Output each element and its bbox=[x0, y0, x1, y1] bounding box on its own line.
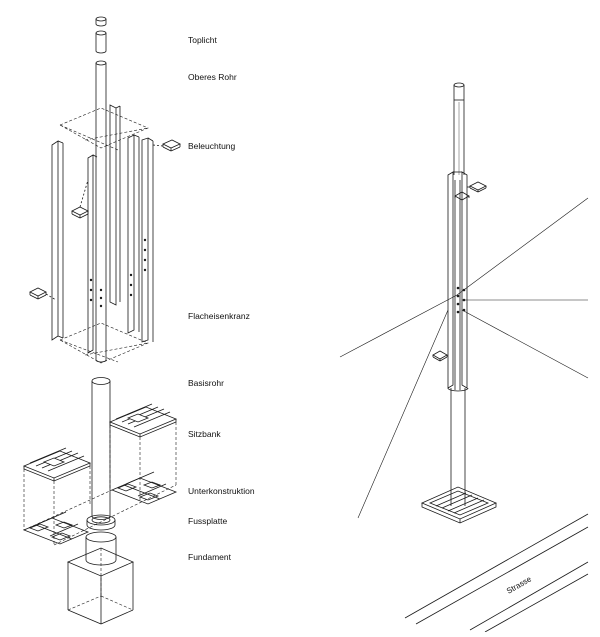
fundament-part bbox=[68, 532, 133, 624]
label-fussplatte: Fussplatte bbox=[188, 516, 228, 526]
assembled-flacheisen bbox=[448, 172, 467, 390]
label-oberes-rohr: Oberes Rohr bbox=[188, 72, 237, 82]
sitzbank-right bbox=[110, 404, 176, 437]
assembled-view bbox=[340, 83, 588, 632]
road bbox=[405, 514, 588, 632]
flacheisenkranz-frame bbox=[60, 108, 148, 363]
beleuchtung-lamps bbox=[30, 140, 180, 300]
label-flacheisenkranz: Flacheisenkranz bbox=[188, 311, 250, 321]
label-fundament: Fundament bbox=[188, 552, 231, 562]
assembled-base-tube bbox=[448, 388, 468, 506]
assembled-lamps bbox=[433, 182, 486, 361]
oberes-rohr-part bbox=[96, 61, 106, 362]
exploded-view bbox=[24, 17, 180, 624]
guy-lines bbox=[340, 198, 588, 518]
assembled-base-plate bbox=[422, 487, 496, 523]
basisrohr-part bbox=[92, 378, 110, 520]
unterkonstruktion-grid-right bbox=[112, 472, 176, 504]
flacheisenkranz-bars bbox=[52, 105, 153, 353]
unterkonstruktion-grid-left bbox=[24, 512, 88, 544]
label-basisrohr: Basisrohr bbox=[188, 378, 224, 388]
label-unterkonstruktion: Unterkonstruktion bbox=[188, 486, 255, 496]
label-beleuchtung: Beleuchtung bbox=[188, 141, 236, 151]
sitzbank-left bbox=[24, 448, 90, 481]
toplicht-part bbox=[96, 17, 106, 53]
fussplatte-part bbox=[87, 515, 115, 530]
label-toplicht: Toplicht bbox=[188, 35, 217, 45]
label-sitzbank: Sitzbank bbox=[188, 429, 221, 439]
assembled-upper-tube bbox=[454, 100, 464, 175]
assembled-toplicht bbox=[454, 83, 464, 100]
